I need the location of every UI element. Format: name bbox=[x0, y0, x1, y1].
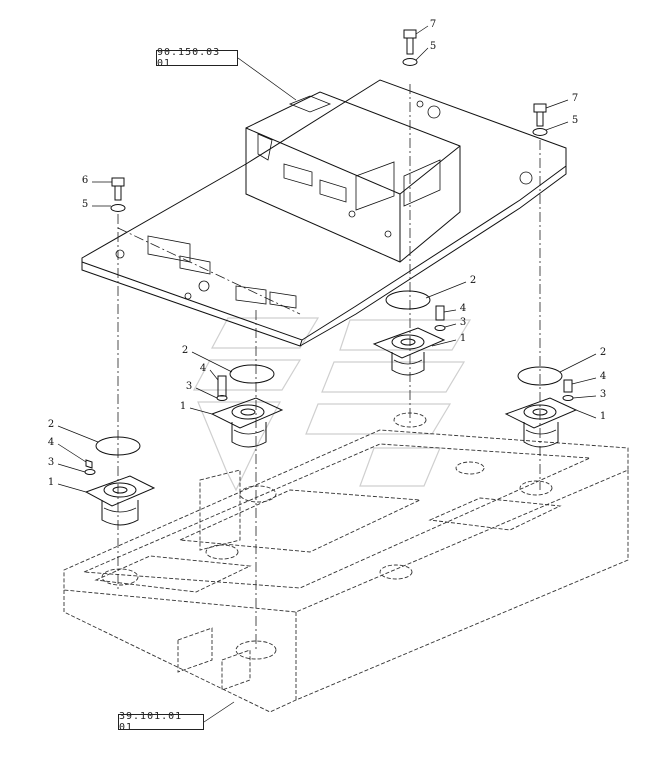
lower-frame bbox=[63, 412, 629, 713]
callout-washer-right: 3 bbox=[599, 389, 607, 400]
mount-right bbox=[504, 366, 578, 448]
callout-bolt-center-left: 4 bbox=[199, 363, 207, 374]
callout-disc-center-right: 2 bbox=[469, 275, 477, 286]
callout-washer-left: 5 bbox=[81, 199, 89, 210]
callout-disc-center-left: 2 bbox=[181, 345, 189, 356]
upper-plate bbox=[81, 79, 567, 347]
callout-mount-right: 1 bbox=[599, 411, 607, 422]
top-assembly-reference: 90.150.03 01 bbox=[156, 47, 238, 69]
callout-washer-top-right: 5 bbox=[571, 115, 579, 126]
top-ref-leader bbox=[237, 57, 297, 101]
callout-bolt-top-right: 7 bbox=[571, 93, 579, 104]
callout-bolt-center-right: 4 bbox=[459, 303, 467, 314]
callout-mount-left: 1 bbox=[47, 477, 55, 488]
watermark-logo bbox=[193, 317, 472, 492]
callout-washer-left-mount: 3 bbox=[47, 457, 55, 468]
callout-bolt-left-mount: 4 bbox=[47, 437, 55, 448]
callout-disc-left: 2 bbox=[47, 419, 55, 430]
callout-disc-right: 2 bbox=[599, 347, 607, 358]
bolt-left bbox=[110, 177, 126, 212]
mount-center-right bbox=[372, 290, 446, 376]
bolt-top-center bbox=[402, 29, 418, 66]
callout-bolt-left: 6 bbox=[81, 175, 89, 186]
callout-leaders bbox=[57, 25, 597, 493]
callout-washer-center-left: 3 bbox=[185, 381, 193, 392]
bolt-top-right bbox=[532, 103, 548, 136]
callout-washer-center-right: 3 bbox=[459, 317, 467, 328]
electrical-box bbox=[245, 91, 461, 263]
bottom-assembly-reference: 39.101.01 01 bbox=[118, 711, 204, 733]
mount-center-left bbox=[210, 364, 284, 448]
mount-left bbox=[84, 436, 156, 526]
bottom-ref-leader bbox=[203, 701, 235, 723]
callout-bolt-top-center: 7 bbox=[429, 19, 437, 30]
callout-mount-center-right: 1 bbox=[459, 333, 467, 344]
callout-washer-top-center: 5 bbox=[429, 41, 437, 52]
callout-mount-center-left: 1 bbox=[179, 401, 187, 412]
assembly-axes bbox=[117, 84, 541, 652]
callout-bolt-right: 4 bbox=[599, 371, 607, 382]
